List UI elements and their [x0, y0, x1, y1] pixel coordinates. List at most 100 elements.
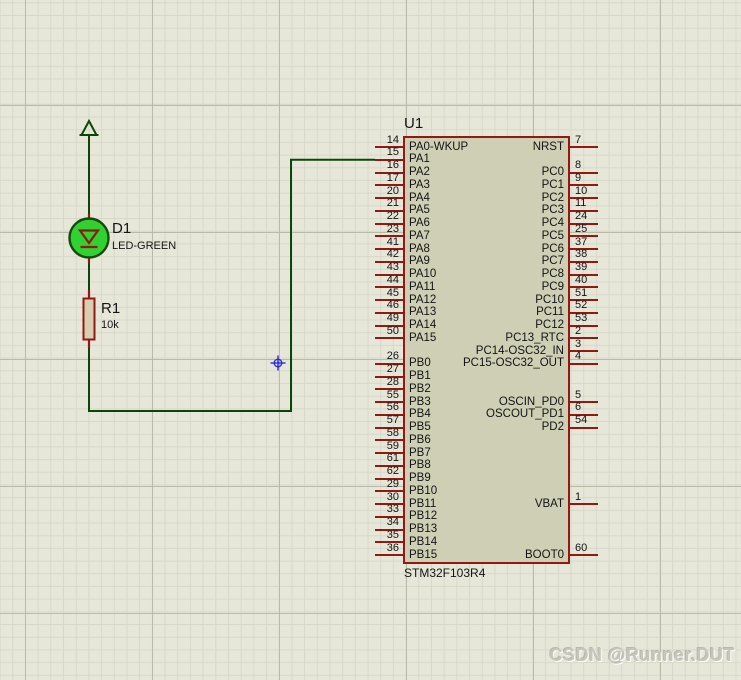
pin-stub-PB12[interactable] [375, 515, 403, 518]
pin-stub-PA0-WKUP[interactable] [375, 146, 403, 148]
pin-number-PC15-OSC32_OUT: 4 [575, 350, 582, 363]
pin-stub-PB13[interactable] [375, 528, 403, 531]
pin-number-PB11: 30 [386, 490, 399, 503]
pin-stub-PA3[interactable] [375, 184, 403, 187]
pin-label-PB1: PB1 [409, 370, 431, 382]
pin-number-PA12: 45 [386, 286, 399, 299]
pin-number-PB14: 35 [386, 528, 399, 541]
pin-label-PC10: PC10 [535, 293, 564, 306]
pin-stub-OSCIN_PD0[interactable] [570, 401, 598, 403]
pin-stub-PC9[interactable] [570, 286, 598, 289]
pin-stub-PB6[interactable] [375, 439, 403, 442]
pin-stub-PC14-OSC32_IN[interactable] [570, 350, 598, 352]
pin-number-PC4: 24 [575, 210, 588, 222]
pin-stub-PC0[interactable] [570, 171, 598, 174]
pin-stub-PA10[interactable] [375, 273, 403, 276]
pin-stub-PB1[interactable] [375, 375, 403, 378]
pin-stub-PB0[interactable] [375, 362, 403, 365]
pin-stub-PC11[interactable] [570, 311, 598, 314]
pin-stub-NRST[interactable] [570, 146, 598, 148]
pin-stub-PA2[interactable] [375, 171, 403, 174]
pin-number-PB6: 58 [386, 426, 399, 439]
pin-stub-PA13[interactable] [375, 311, 403, 314]
pin-number-BOOT0: 60 [575, 541, 588, 554]
pin-stub-PC1[interactable] [570, 184, 598, 187]
pin-stub-PA11[interactable] [375, 286, 403, 289]
pin-stub-PB5[interactable] [375, 426, 403, 429]
led-value-label: LED-GREEN [112, 240, 177, 252]
pin-label-PA7: PA7 [409, 229, 430, 242]
pin-number-PA9: 42 [386, 248, 399, 261]
pin-stub-VBAT[interactable] [570, 503, 598, 505]
pin-label-PA3: PA3 [409, 178, 430, 191]
pin-stub-PA12[interactable] [375, 299, 403, 301]
pin-number-PC7: 38 [575, 248, 588, 261]
pin-label-PA4: PA4 [409, 191, 430, 204]
pin-stub-PC7[interactable] [570, 260, 598, 263]
pin-stub-PA4[interactable] [375, 197, 403, 199]
pin-label-PA6: PA6 [409, 217, 430, 229]
pin-number-PC2: 10 [575, 184, 588, 197]
pin-number-PA2: 16 [386, 159, 399, 171]
pin-stub-PB4[interactable] [375, 413, 403, 416]
pin-stub-PA14[interactable] [375, 324, 403, 327]
pin-label-NRST: NRST [532, 140, 564, 153]
pin-stub-PC10[interactable] [570, 299, 598, 301]
pin-stub-PC3[interactable] [570, 209, 598, 212]
pin-stub-PB11[interactable] [375, 503, 403, 505]
pin-stub-PC2[interactable] [570, 197, 598, 199]
pin-number-PB7: 59 [386, 439, 399, 452]
pin-label-PB15: PB15 [409, 548, 438, 561]
pin-stub-PC12[interactable] [570, 324, 598, 327]
pin-stub-PC15-OSC32_OUT[interactable] [570, 362, 598, 365]
pin-stub-PB9[interactable] [375, 477, 403, 480]
pin-stub-PA1[interactable] [375, 158, 403, 161]
led-d1[interactable] [68, 217, 110, 259]
pin-label-PA15: PA15 [409, 331, 437, 344]
pin-number-PA7: 23 [386, 222, 399, 235]
mcu-ref-label: U1 [404, 115, 424, 132]
pin-stub-PC4[interactable] [570, 222, 598, 225]
pin-stub-PC6[interactable] [570, 248, 598, 250]
pin-stub-PA6[interactable] [375, 222, 403, 225]
pin-label-PB6: PB6 [409, 433, 431, 446]
wire-net[interactable] [88, 134, 375, 412]
pin-stub-PC13_RTC[interactable] [570, 337, 598, 340]
pin-stub-OSCOUT_PD1[interactable] [570, 413, 598, 416]
pin-label-PB2: PB2 [409, 382, 431, 395]
resistor-r1[interactable] [82, 297, 96, 341]
pin-stub-BOOT0[interactable] [570, 554, 598, 556]
pin-stub-PB14[interactable] [375, 541, 403, 544]
pin-label-PC8: PC8 [541, 268, 564, 280]
pin-label-OSCOUT_PD1: OSCOUT_PD1 [486, 408, 564, 421]
pin-label-PB11: PB11 [409, 497, 437, 510]
pin-stub-PD2[interactable] [570, 426, 598, 429]
pin-stub-PB10[interactable] [375, 490, 403, 493]
pin-stub-PB8[interactable] [375, 464, 403, 467]
pin-number-PC5: 25 [575, 222, 588, 235]
pin-stub-PA8[interactable] [375, 248, 403, 250]
pin-number-PA0-WKUP: 14 [386, 133, 399, 146]
power-terminal-icon[interactable] [79, 118, 99, 136]
pin-number-OSCOUT_PD1: 6 [575, 401, 582, 414]
pin-label-PC4: PC4 [541, 217, 564, 229]
pin-stub-PA9[interactable] [375, 260, 403, 263]
pin-stub-PC5[interactable] [570, 235, 598, 238]
mcu-body[interactable] [403, 136, 570, 564]
pin-stub-PA15[interactable] [375, 337, 403, 340]
pin-stub-PC8[interactable] [570, 273, 598, 276]
pin-label-PB12: PB12 [409, 510, 438, 523]
pin-stub-PA7[interactable] [375, 235, 403, 238]
pin-stub-PB2[interactable] [375, 388, 403, 391]
pin-stub-PB7[interactable] [375, 452, 403, 454]
pin-label-PC12: PC12 [535, 319, 564, 331]
pin-label-PC13_RTC: PC13_RTC [505, 331, 564, 344]
pin-number-PC8: 39 [575, 261, 588, 273]
pin-number-PB0: 26 [386, 350, 399, 363]
pin-stub-PA5[interactable] [375, 209, 403, 212]
pin-label-PA8: PA8 [409, 242, 430, 255]
pin-stub-PB3[interactable] [375, 401, 403, 403]
pin-stub-PB15[interactable] [375, 554, 403, 556]
